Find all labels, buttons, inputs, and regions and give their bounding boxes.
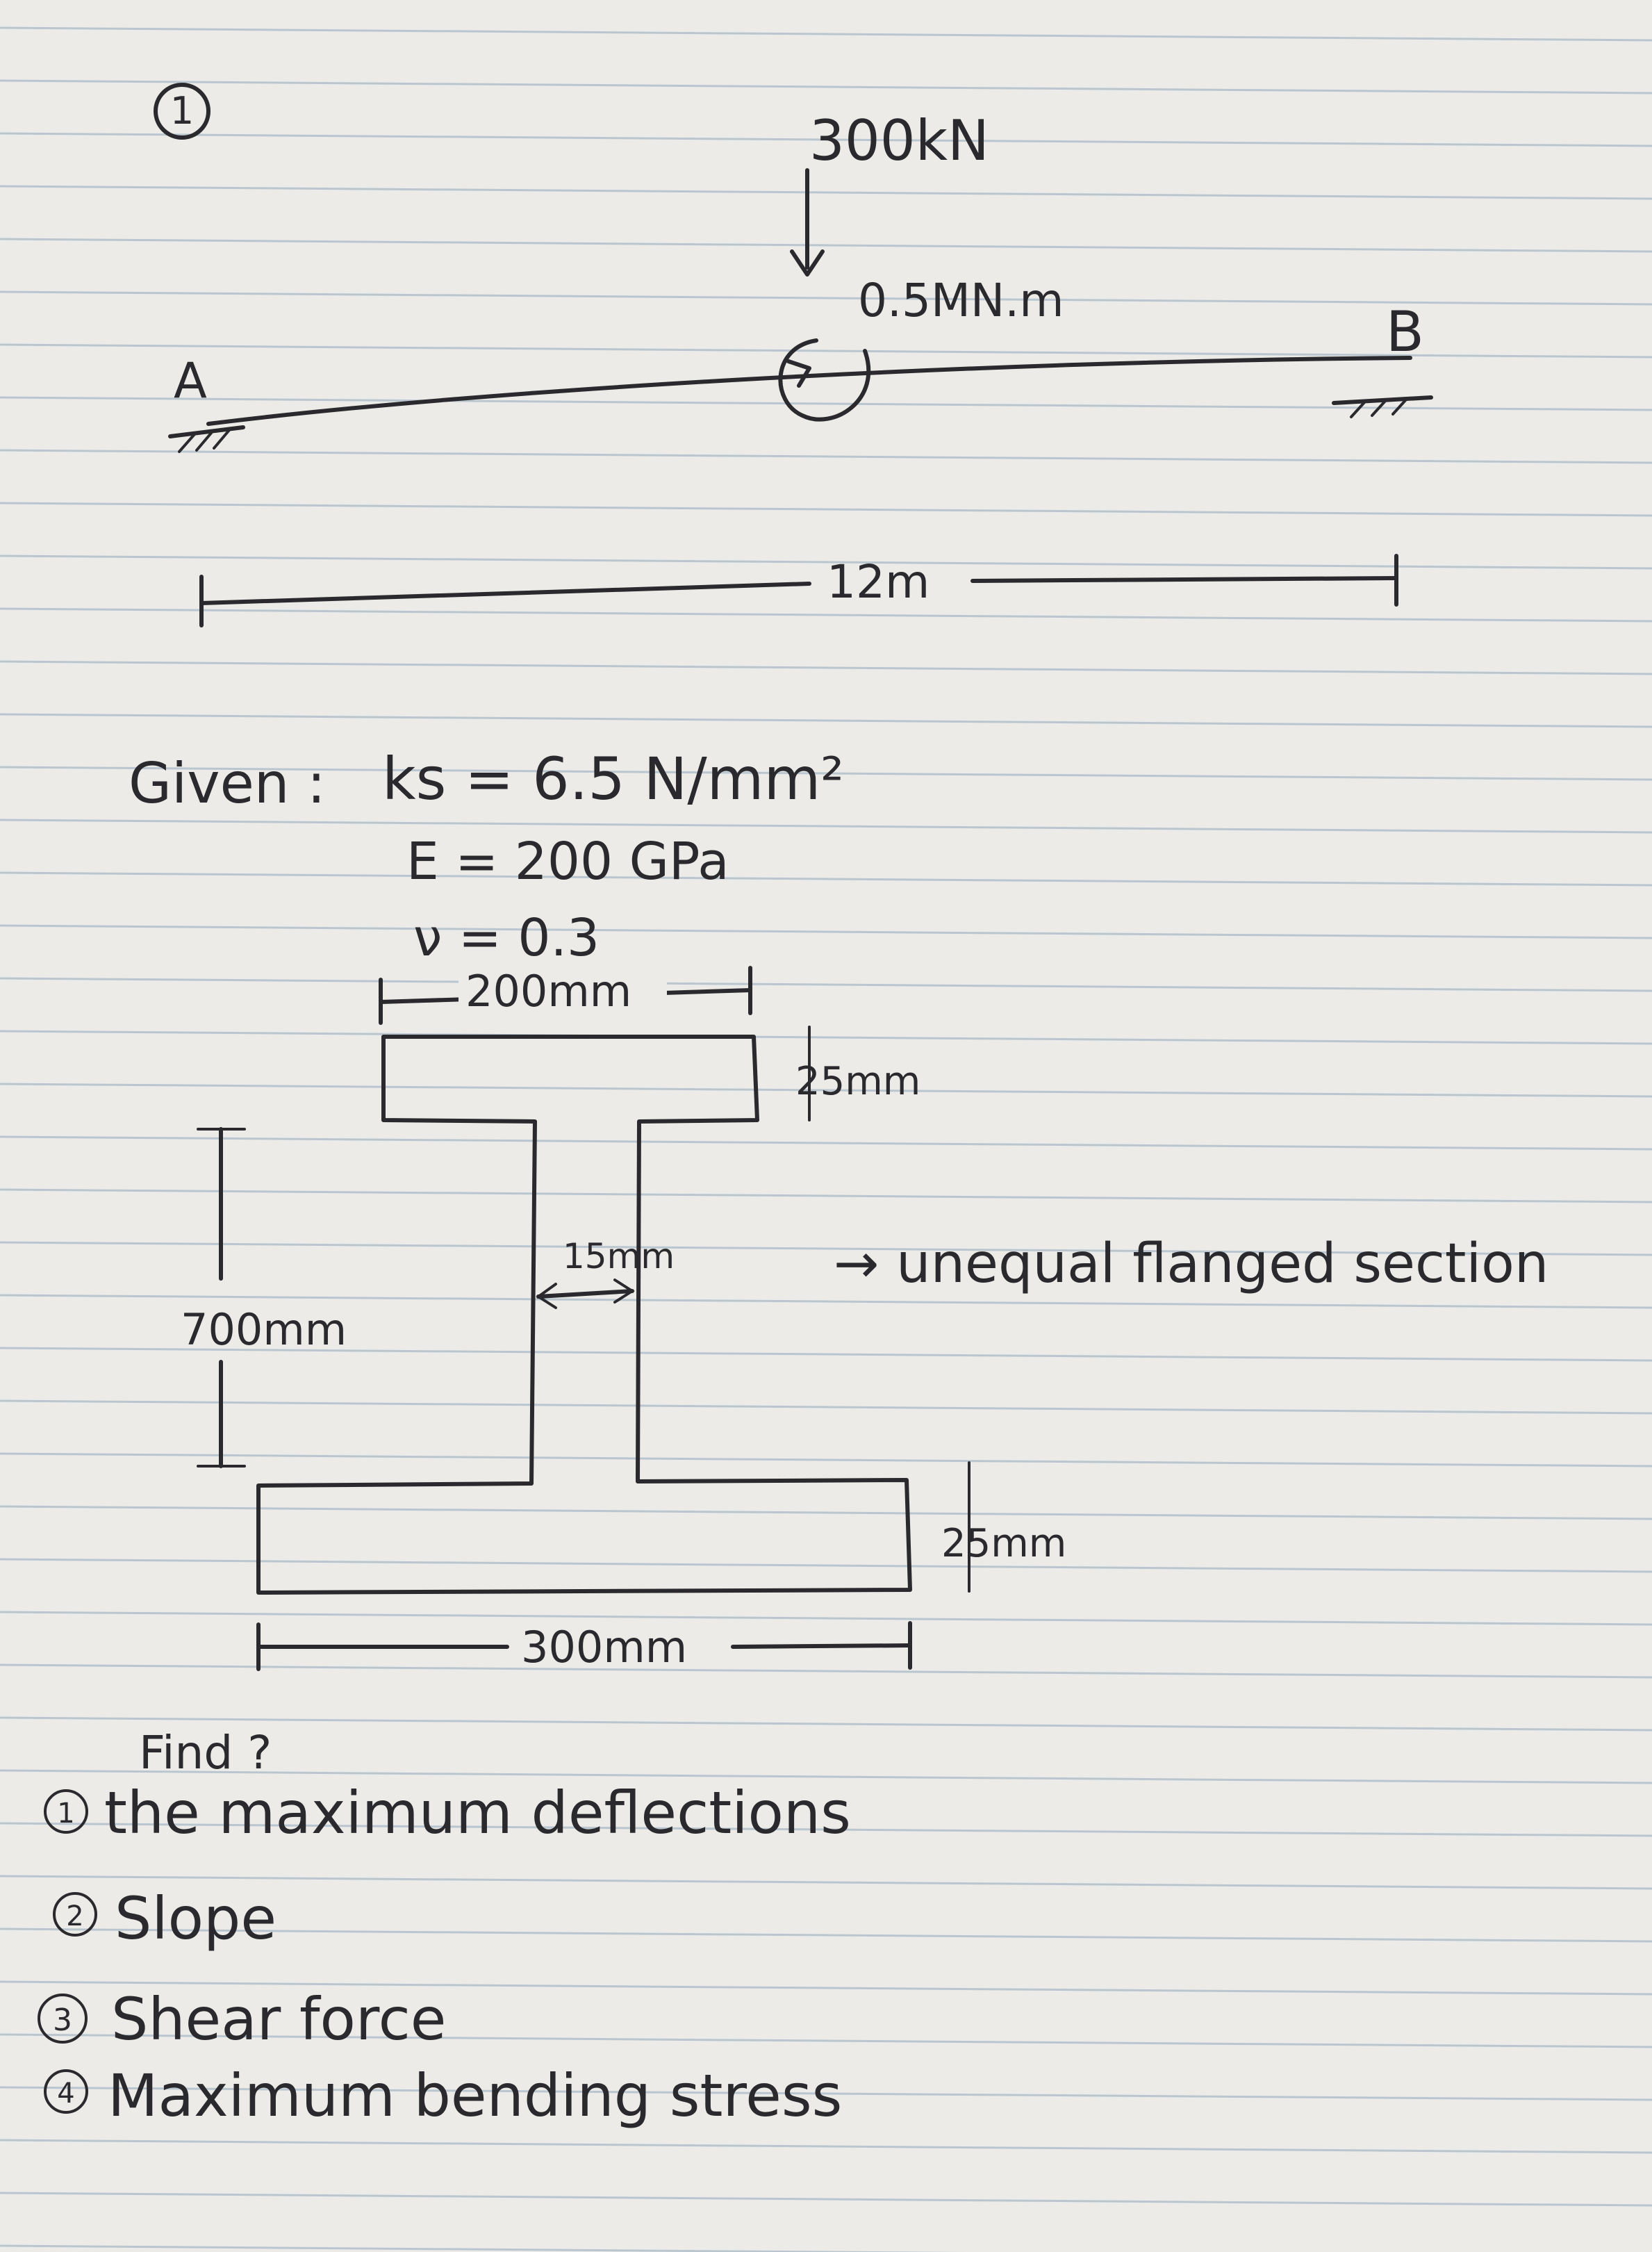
ruled-line: [0, 660, 1652, 675]
load-label: 300kN: [809, 108, 989, 173]
ruled-line: [0, 2086, 1652, 2101]
ruled-line: [0, 238, 1652, 253]
ruled-line: [0, 132, 1652, 147]
web-thickness-label: 15mm: [563, 1236, 675, 1276]
given-heading: Given :: [129, 751, 326, 816]
web-thickness-dim: [536, 1289, 634, 1299]
beam-diagram: 300kN 0.5MN.m A B 12m: [168, 108, 1433, 627]
bottom-width-label: 300mm: [521, 1622, 687, 1672]
ruled-line: [0, 1822, 1652, 1837]
ruled-line: [0, 26, 1652, 42]
ruled-line: [0, 1347, 1652, 1362]
span-label: 12m: [827, 555, 930, 609]
ruled-line: [0, 1716, 1652, 1732]
bottom-thickness-label: 25mm: [941, 1521, 1066, 1566]
top-width-label-bg: [459, 962, 667, 1014]
support-b-label: B: [1386, 299, 1424, 364]
ruled-line: [0, 1558, 1652, 1573]
top-thickness-label: 25mm: [795, 1059, 920, 1104]
problem-number-text: 1: [170, 89, 194, 133]
span-dimension: 12m: [199, 554, 1398, 627]
depth-label: 700mm: [181, 1304, 347, 1355]
ruled-line: [0, 977, 1652, 992]
ruled-line: [0, 290, 1652, 306]
find-item-3: Shear force: [111, 1985, 446, 2053]
ruled-line: [0, 449, 1652, 464]
given-e: E = 200 GPa: [406, 832, 729, 891]
load-arrow-head: [790, 249, 825, 277]
ruled-line: [0, 819, 1652, 834]
ruled-line: [0, 1030, 1652, 1045]
ruled-line: [0, 607, 1652, 623]
cross-section: 200mm 25mm 15mm 700mm 25mm 300mm → unequ…: [181, 962, 1548, 1672]
support-a-pin: [168, 425, 245, 453]
ruled-line: [0, 1294, 1652, 1309]
ruled-line: [0, 1399, 1652, 1415]
find-item-2-num: 2: [66, 1900, 83, 1932]
ruled-line: [0, 1980, 1652, 1996]
ruled-line: [0, 1241, 1652, 1256]
ruled-line: [0, 1663, 1652, 1679]
find-item-2: Slope: [115, 1884, 276, 1953]
moment-arrow-head: [786, 359, 811, 388]
ruled-line: [0, 79, 1652, 94]
section-note: → unequal flanged section: [834, 1233, 1548, 1295]
support-a-label: A: [174, 352, 207, 409]
ruled-line: [0, 1083, 1652, 1098]
top-width-label: 200mm: [465, 966, 631, 1017]
find-block: Find ? 1 the maximum deflections 2 Slope…: [38, 1726, 851, 2130]
find-item-4: Maximum bending stress: [108, 2062, 842, 2130]
ruled-line: [0, 924, 1652, 939]
ruled-line: [0, 766, 1652, 781]
ruled-line: [0, 1928, 1652, 1943]
ruled-line: [0, 713, 1652, 728]
ruled-line: [0, 871, 1652, 887]
moment-label: 0.5MN.m: [858, 274, 1064, 327]
ruled-line: [0, 396, 1652, 411]
ruled-line: [0, 2033, 1652, 2048]
ruled-line: [0, 2244, 964, 2252]
given-ks: ks = 6.5 N/mm²: [382, 745, 844, 813]
ruled-line: [0, 1135, 1652, 1151]
problem-number: 1: [154, 83, 210, 140]
ruled-line: [0, 185, 1652, 200]
bottom-width-dim-right: [731, 1643, 912, 1649]
ruled-line: [0, 343, 1652, 359]
ruled-line: [0, 1452, 1652, 1468]
ruled-line: [0, 502, 1652, 517]
given-nu: ν = 0.3: [413, 908, 600, 968]
section-outline: [256, 1035, 912, 1595]
ruled-line: [0, 1769, 1652, 1784]
support-b-pin: [1332, 395, 1433, 418]
find-item-1: the maximum deflections: [104, 1779, 851, 1847]
find-item-1-num: 1: [57, 1798, 74, 1830]
ruled-lines: [0, 26, 1652, 2252]
find-item-4-num: 4: [57, 2078, 74, 2110]
ruled-line: [0, 1188, 1652, 1203]
ruled-line: [0, 1505, 1652, 1520]
find-item-3-num: 3: [53, 2003, 72, 2038]
ruled-line: [0, 554, 1652, 570]
ruled-line: [0, 2192, 1652, 2207]
ruled-line: [0, 1875, 1652, 1890]
ruled-line: [0, 1611, 1652, 1626]
beam-line: [206, 356, 1412, 426]
moment-arc: [778, 338, 871, 422]
given-block: Given : ks = 6.5 N/mm² E = 200 GPa ν = 0…: [129, 745, 844, 968]
find-heading: Find ?: [139, 1726, 272, 1780]
ruled-line: [0, 2139, 1652, 2154]
